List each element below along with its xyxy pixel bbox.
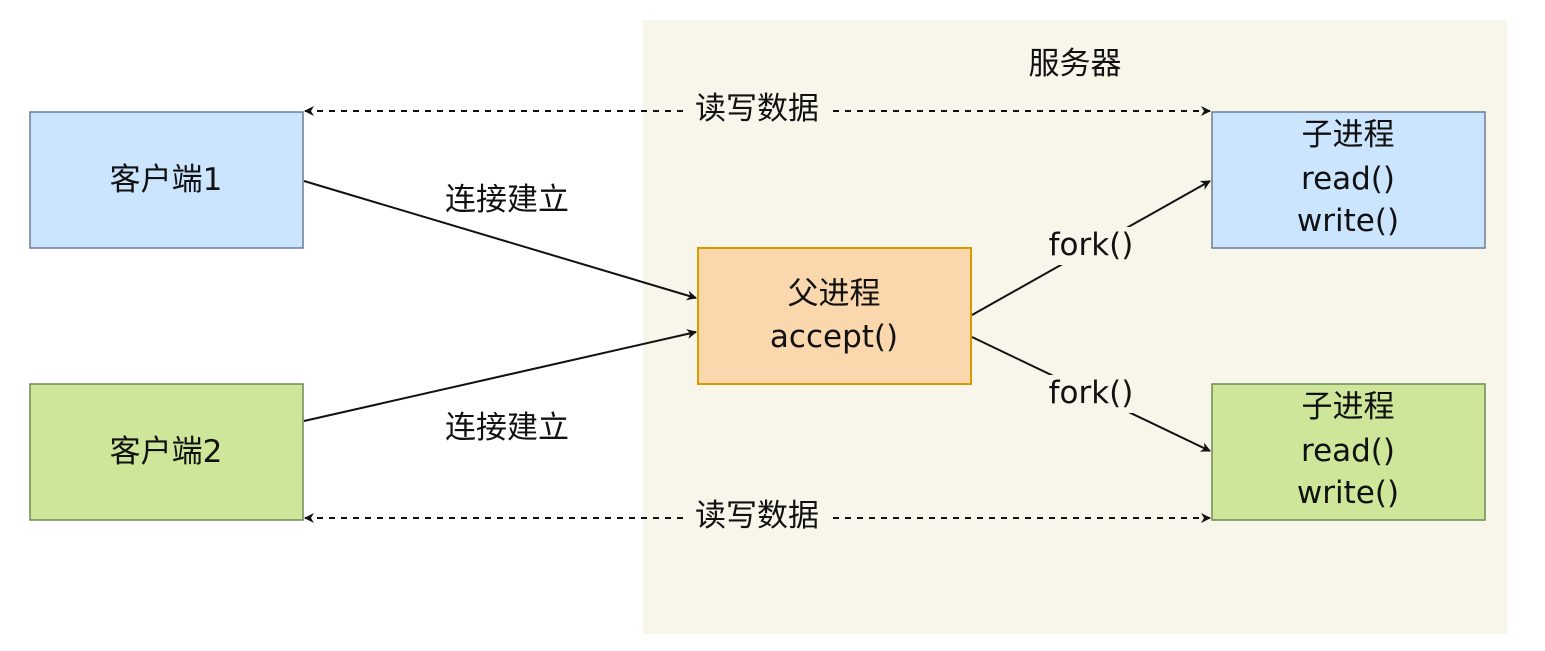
fork-label-top: fork() [1049,227,1134,263]
client1-label: 客户端1 [110,162,223,198]
child-process-2-read: read() [1301,433,1395,469]
rw-label-bottom-bg [683,498,831,538]
connect-arrow-client1 [303,180,697,301]
child-process-1-write: write() [1297,203,1399,239]
client1-node: 客户端1 [29,111,304,249]
child-process-2-write: write() [1297,475,1399,511]
child-process-2-node: 子进程 read() write() [1211,383,1486,521]
client2-node: 客户端2 [29,383,304,521]
fork-label-bottom-bg [1046,375,1136,413]
connect-arrow-client2 [303,329,697,422]
fork-label-bottom: fork() [1049,375,1134,411]
rw-label-top-bg [683,91,831,131]
connect-label-bottom: 连接建立 [445,410,569,446]
parent-process-call: accept() [770,319,898,355]
child-process-1-node: 子进程 read() write() [1211,111,1486,249]
client1-box [29,111,304,249]
child-process-2-box [1211,383,1486,521]
parent-process-node: 父进程 accept() [697,247,972,385]
child-process-2-title: 子进程 [1302,389,1395,425]
rw-label-bottom: 读写数据 [695,498,819,534]
rw-label-top: 读写数据 [695,91,819,127]
connect-label-top: 连接建立 [445,182,569,218]
child-process-1-read: read() [1301,161,1395,197]
server-title: 服务器 [1029,46,1122,82]
child-process-1-box [1211,111,1486,249]
parent-process-box [697,247,972,385]
fork-label-top-bg [1046,227,1136,265]
child-process-1-title: 子进程 [1302,117,1395,153]
client2-box [29,383,304,521]
client2-label: 客户端2 [110,434,223,470]
parent-process-title: 父进程 [788,276,881,312]
